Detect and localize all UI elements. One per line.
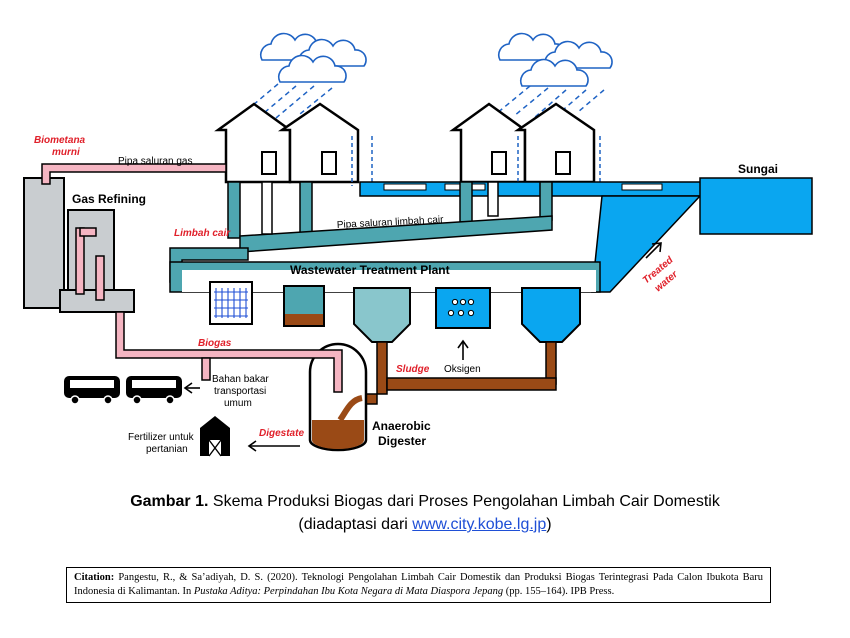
figure-caption: Gambar 1. Skema Produksi Biogas dari Pro… <box>40 490 810 536</box>
label-bahan-bakar-1: Bahan bakar <box>212 374 269 385</box>
biogas-process-diagram: Biometana murni Pipa saluran gas Gas Ref… <box>23 32 813 457</box>
citation-pages: (pp. 155–164). IPB Press. <box>503 586 615 597</box>
citation-label: Citation: <box>74 572 115 583</box>
label-digestate: Digestate <box>259 428 304 439</box>
label-fertilizer-1: Fertilizer untuk <box>128 432 195 443</box>
wastewater-pipe-white <box>261 181 499 235</box>
label-pipa-gas: Pipa saluran gas <box>118 156 193 167</box>
sludge-tank <box>353 287 411 343</box>
rainwater-channel <box>359 181 711 293</box>
label-biogas: Biogas <box>198 338 232 349</box>
label-fertilizer-2: pertanian <box>146 444 188 455</box>
label-oksigen: Oksigen <box>444 364 481 375</box>
label-anaerobic-2: Digester <box>378 434 426 448</box>
label-gas-refining: Gas Refining <box>72 192 146 206</box>
anaerobic-digester <box>308 342 368 452</box>
houses <box>214 102 596 184</box>
settling-tank <box>283 285 325 327</box>
house-rain-drops <box>351 136 601 186</box>
label-bahan-bakar-3: umum <box>224 398 252 409</box>
label-anaerobic-1: Anaerobic <box>372 419 431 433</box>
gas-pipes <box>41 163 343 393</box>
treated-water-arrow <box>645 242 662 259</box>
house-windows <box>261 151 571 175</box>
label-sungai: Sungai <box>738 162 778 176</box>
wastewater-pipes <box>169 181 553 283</box>
aeration-tank <box>435 287 491 360</box>
clarifier-tank <box>521 287 581 343</box>
label-wwtp: Wastewater Treatment Plant <box>290 263 450 277</box>
caption-text: Skema Produksi Biogas dari Proses Pengol… <box>208 493 720 510</box>
bus-icon <box>64 376 120 405</box>
bus-icon <box>126 376 182 405</box>
label-bahan-bakar-2: transportasi <box>214 386 266 397</box>
label-biometana-2: murni <box>52 147 80 158</box>
barn-icon <box>200 416 300 457</box>
caption-line-1: Gambar 1. Skema Produksi Biogas dari Pro… <box>40 490 810 513</box>
river <box>699 177 813 235</box>
screen-tank <box>209 281 253 325</box>
caption-source-link[interactable]: www.city.kobe.lg.jp <box>412 516 547 533</box>
citation-book-title: Pustaka Aditya: Perpindahan Ibu Kota Neg… <box>193 586 504 597</box>
citation-authors: Pangestu, R., & Sa’adiyah, D. S. (2020).… <box>74 572 763 597</box>
caption-source-post: ) <box>546 516 552 533</box>
caption-line-2: (diadaptasi dari www.city.kobe.lg.jp) <box>40 513 810 536</box>
rain-lines <box>239 83 605 119</box>
clouds <box>259 32 613 87</box>
label-limbah-cair: Limbah cair <box>174 228 231 239</box>
caption-source-pre: (diadaptasi dari <box>298 516 413 533</box>
sludge-pipes <box>361 341 557 405</box>
citation-box: Citation: Pangestu, R., & Sa’adiyah, D. … <box>66 567 771 603</box>
label-biometana-1: Biometana <box>34 135 86 146</box>
label-sludge: Sludge <box>396 364 430 375</box>
bus-icons <box>64 376 200 405</box>
caption-label: Gambar 1. <box>130 493 209 510</box>
